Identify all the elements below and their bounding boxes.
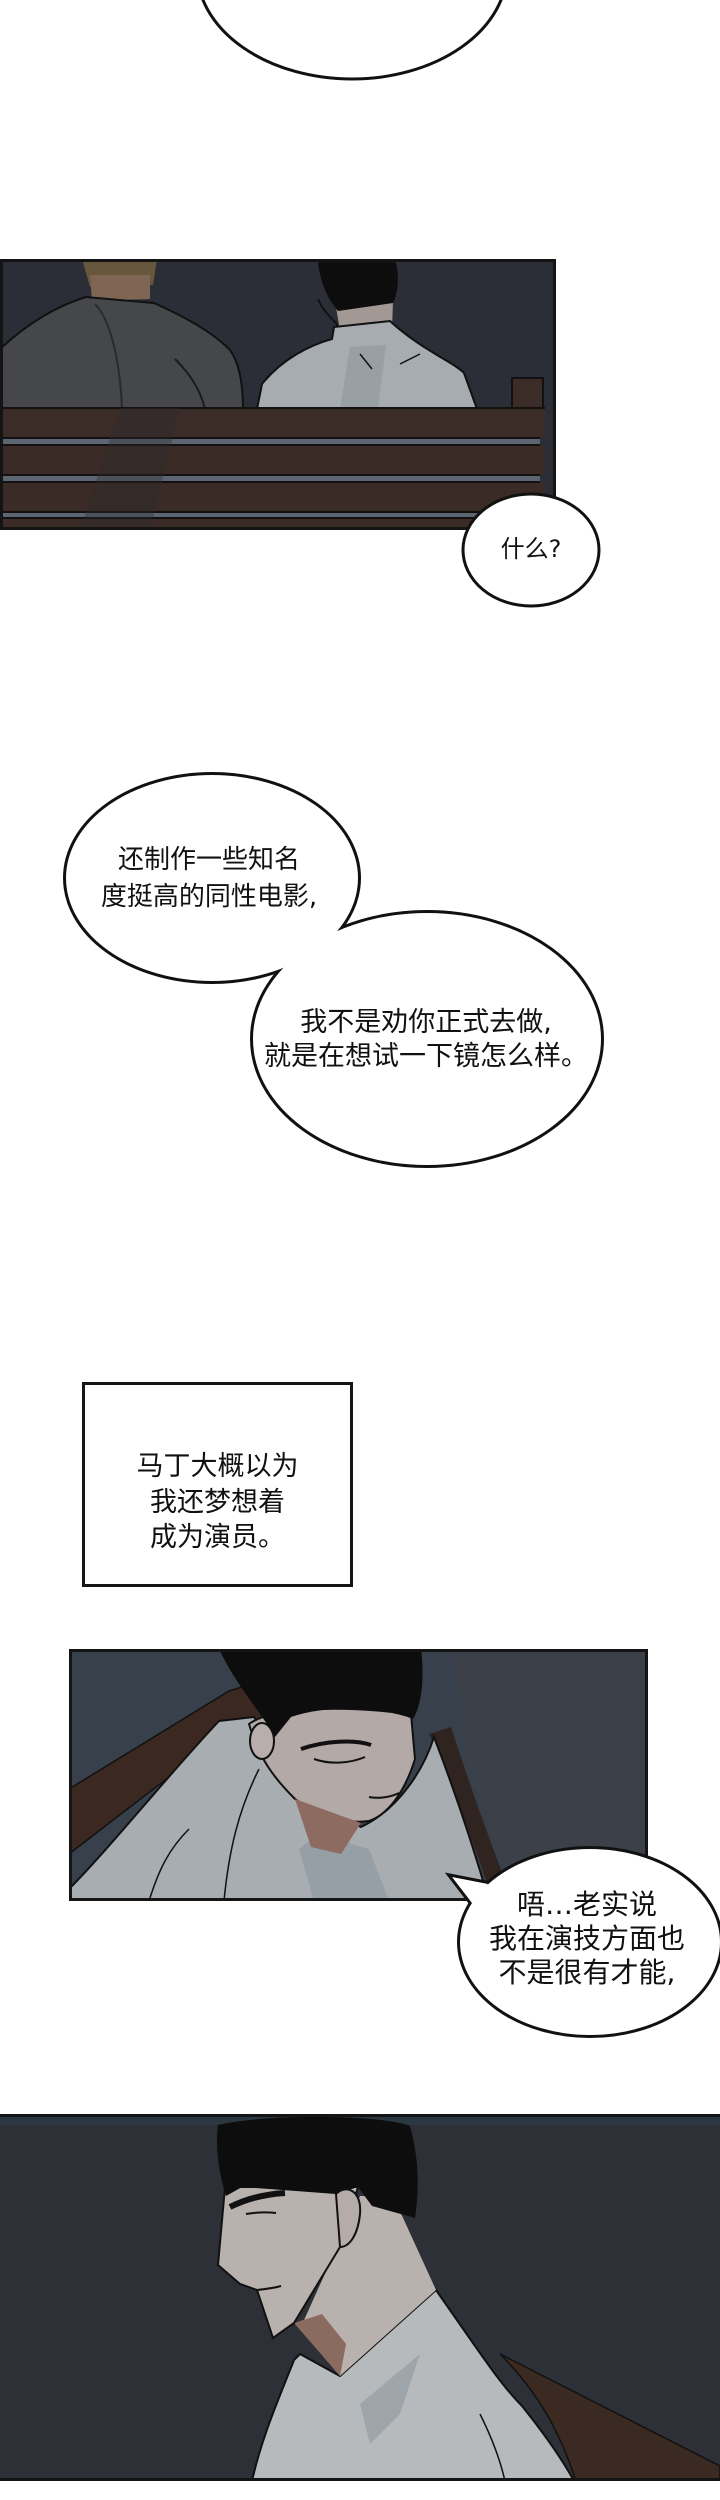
eye <box>245 2211 277 2215</box>
narration-line: 成为演员。 <box>150 1522 285 1553</box>
speech-bubble-talent-text: 唔…老实说 我在演技方面也 不是很有才能, <box>472 1888 702 1990</box>
ear <box>334 2188 362 2249</box>
bubble-line: 什么? <box>500 535 562 563</box>
panel-bench-backs <box>0 259 556 530</box>
bubble-line: 还制作一些知名 <box>117 845 300 875</box>
bubble-line: 度挺高的同性电影, <box>100 882 318 912</box>
speech-bubble-talent <box>444 1846 720 2038</box>
bubble-line: 我在演技方面也 <box>488 1922 685 1955</box>
eyebrow <box>228 2190 286 2210</box>
panel-man-profile-art <box>0 2114 720 2481</box>
mouth <box>256 2285 282 2291</box>
right-man-figure <box>255 259 479 410</box>
white-shirt <box>69 1715 491 1901</box>
top-speech-bubble <box>201 0 503 81</box>
narration-line: 马丁大概以为 <box>136 1451 299 1482</box>
bench <box>0 377 545 530</box>
panel-man-profile <box>0 2114 720 2481</box>
speech-bubble-pair <box>63 772 604 1168</box>
bubble-line: 唔…老实说 <box>516 1888 657 1921</box>
panel-bench-backs-art <box>0 259 556 530</box>
bubble-line: 不是很有才能, <box>498 1956 676 1989</box>
jacket <box>499 2353 720 2481</box>
speech-bubble-what-text: 什么? <box>463 534 599 564</box>
panel-man-looking-down <box>69 1649 648 1901</box>
blurred-figure <box>454 1649 648 1901</box>
bubble-line: 就是在想试一下镜怎么样。 <box>264 1041 588 1072</box>
bubble-line: 我不是劝你正式去做, <box>300 1007 552 1038</box>
white-shirt <box>250 2288 576 2481</box>
speech-bubble-left-text: 还制作一些知名 度挺高的同性电影, <box>64 842 354 916</box>
left-man-figure <box>0 259 245 410</box>
ear <box>249 1722 275 1760</box>
hair <box>216 2116 418 2218</box>
narration-box <box>82 1382 353 1587</box>
hair <box>219 1649 423 1737</box>
speech-bubble-right-text: 我不是劝你正式去做, 就是在想试一下镜怎么样。 <box>256 1006 596 1074</box>
narration-text: 马丁大概以为 我还梦想着 成为演员。 <box>82 1449 353 1556</box>
speech-bubble-what <box>461 492 601 608</box>
narration-line: 我还梦想着 <box>150 1486 285 1518</box>
